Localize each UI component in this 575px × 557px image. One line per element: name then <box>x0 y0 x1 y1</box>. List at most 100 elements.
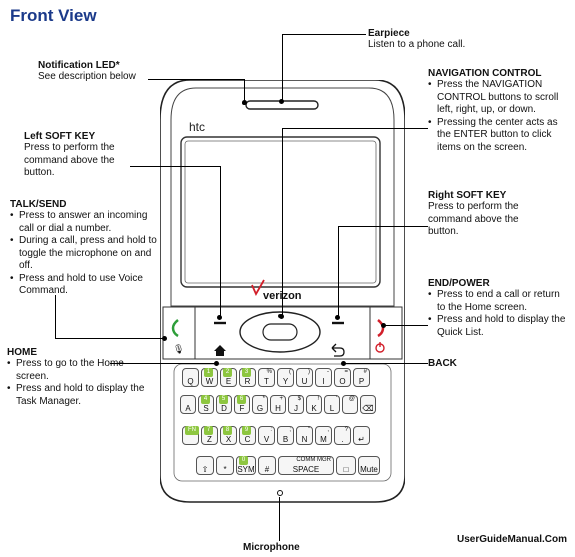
talk-send-bullet: Press and hold to use Voice Command. <box>10 273 160 298</box>
keyboard-key[interactable]: FN <box>182 426 199 445</box>
keyboard-key[interactable]: :V <box>258 426 275 445</box>
left-soft-key-leader-line <box>220 166 221 318</box>
key-symbol-label: " <box>307 427 310 433</box>
key-main-label: B <box>282 435 289 444</box>
keyboard-key[interactable]: )U <box>296 368 313 387</box>
back-heading: BACK <box>428 358 457 369</box>
microphone-icon: 🎙 <box>173 344 184 355</box>
notification-led-heading: Notification LED* <box>38 60 120 71</box>
home-button-icon[interactable] <box>214 345 226 356</box>
screen <box>180 136 381 288</box>
earpiece-leader-line <box>282 34 366 35</box>
notification-led-callout: Notification LED* See description below <box>38 60 136 84</box>
left-soft-key-heading: Left SOFT KEY <box>24 131 96 142</box>
end-power-callout: END/POWER Press to end a call or return … <box>428 278 568 339</box>
keyboard-key[interactable]: * <box>216 456 234 475</box>
navigation-control-heading: NAVIGATION CONTROL <box>428 68 542 79</box>
keyboard-key[interactable]: -I <box>315 368 332 387</box>
keyboard-key[interactable]: □ <box>336 456 356 475</box>
keyboard-key[interactable]: ⌫ <box>360 395 376 414</box>
navigation-control-bullet: Press the NAVIGATION CONTROL buttons to … <box>428 79 568 117</box>
phone-bezel <box>170 87 395 307</box>
end-power-heading: END/POWER <box>428 278 490 289</box>
left-soft-key-leader-line <box>130 166 220 167</box>
key-main-label: J <box>294 404 298 413</box>
keyboard-key[interactable]: ⇧ <box>196 456 214 475</box>
keyboard-key[interactable]: !K <box>306 395 322 414</box>
key-main-label: U <box>301 377 308 386</box>
keyboard-key[interactable]: ?. <box>334 426 351 445</box>
keyboard-key[interactable]: A <box>180 395 196 414</box>
keyboard-key[interactable]: # <box>258 456 276 475</box>
keyboard-key[interactable]: "N <box>296 426 313 445</box>
keyboard-key[interactable]: $J <box>288 395 304 414</box>
key-alt-label: FN <box>185 426 199 435</box>
key-main-label: H <box>275 404 281 413</box>
right-soft-key-leader-line <box>338 226 339 318</box>
navigation-leader-dot <box>279 314 284 319</box>
home-bullet: Press and hold to display the Task Manag… <box>7 383 147 408</box>
key-alt-label: 7 <box>204 426 213 435</box>
talk-send-leader-line <box>55 295 56 339</box>
keyboard-key[interactable]: +H <box>270 395 286 414</box>
back-button-icon[interactable] <box>331 343 345 357</box>
key-main-label: L <box>329 404 335 413</box>
key-symbol-label: ; <box>289 427 291 433</box>
watermark: UserGuideManual.Com <box>456 534 567 545</box>
keyboard-key[interactable]: (Y <box>277 368 294 387</box>
end-power-button[interactable] <box>375 319 385 353</box>
page-title: Front View <box>10 6 97 25</box>
key-main-label: ↵ <box>358 435 365 444</box>
keyboard-area <box>173 363 392 482</box>
key-symbol-label: @ <box>348 396 355 402</box>
key-symbol-label: : <box>270 427 272 433</box>
microphone-heading: Microphone <box>243 542 300 553</box>
key-symbol-label: ' <box>335 396 337 402</box>
key-main-label: N <box>301 435 308 444</box>
keyboard-key[interactable]: Mute <box>358 456 380 475</box>
keyboard-key[interactable]: @ <box>342 395 358 414</box>
keyboard-key[interactable]: *G <box>252 395 268 414</box>
keyboard-key[interactable]: =O <box>334 368 351 387</box>
notification-leader-line <box>244 79 245 103</box>
keyboard-key[interactable]: ;B <box>277 426 294 445</box>
talk-send-bullet: Press to answer an incoming call or dial… <box>10 210 160 235</box>
keyboard-key[interactable]: 'L <box>324 395 340 414</box>
keyboard-key[interactable]: %T <box>258 368 275 387</box>
key-symbol-label: $ <box>297 396 301 402</box>
key-alt-label: 1 <box>204 368 213 377</box>
keyboard-key[interactable]: ↵ <box>353 426 370 445</box>
key-main-label: G <box>256 404 264 413</box>
key-alt-label: 6 <box>237 395 246 404</box>
key-symbol-label: % <box>266 369 272 375</box>
key-alt-label: 3 <box>242 368 251 377</box>
talk-send-leader-dot <box>162 336 167 341</box>
left-soft-key-text: Press to perform the command above the b… <box>24 142 115 178</box>
navigation-center-button[interactable] <box>262 323 298 341</box>
key-main-label: * <box>223 465 227 474</box>
key-main-label: E <box>225 377 232 386</box>
key-symbol-label: * <box>262 396 265 402</box>
keyboard-key[interactable]: #P <box>353 368 370 387</box>
key-main-label: S <box>203 404 209 413</box>
key-main-label: Q <box>187 377 194 386</box>
notification-leader-line <box>148 79 244 80</box>
keyboard-key[interactable]: ,M <box>315 426 332 445</box>
talk-send-button[interactable]: 🎙 <box>171 319 184 355</box>
earpiece-leader-dot <box>279 99 284 104</box>
brand-logo: htc <box>189 120 205 134</box>
home-bullet: Press to go to the Home screen. <box>7 358 147 383</box>
keyboard-key[interactable]: Q <box>182 368 199 387</box>
right-soft-key-callout: Right SOFT KEY Press to perform the comm… <box>428 190 546 239</box>
